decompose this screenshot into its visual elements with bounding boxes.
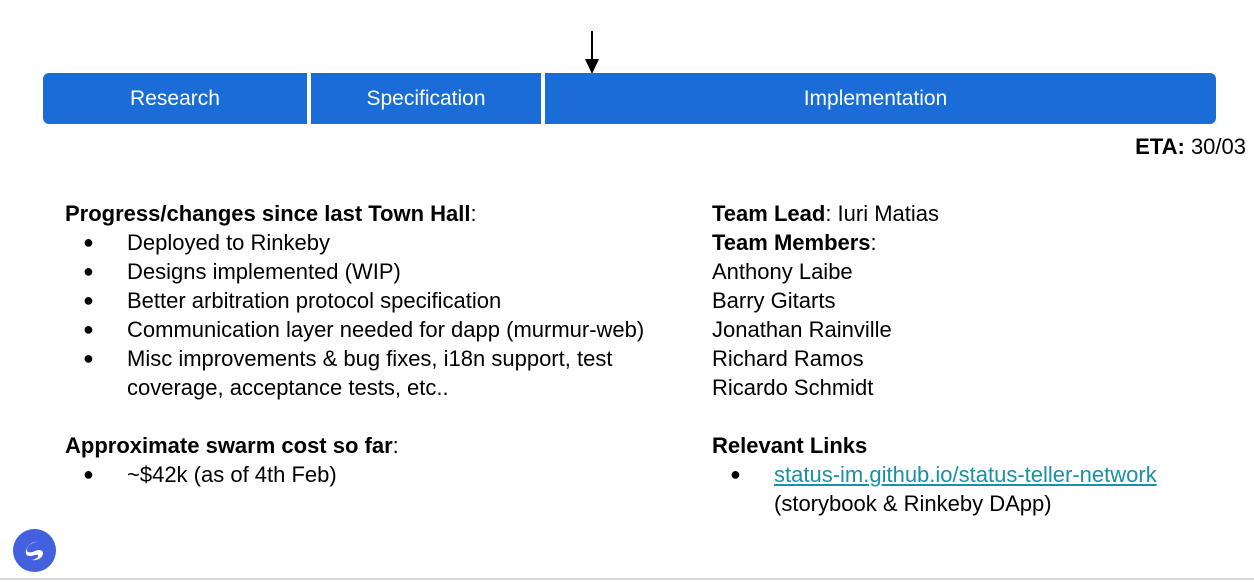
team-member: Anthony Laibe bbox=[712, 259, 853, 284]
status-logo-icon bbox=[13, 529, 56, 572]
list-item: ●Misc improvements & bug fixes, i18n sup… bbox=[83, 346, 613, 400]
arrow-down-icon bbox=[585, 31, 599, 74]
phase-timeline: Research Specification Implementation bbox=[43, 73, 1216, 124]
links-list: ● status-im.github.io/status-teller-netw… bbox=[712, 460, 1232, 518]
divider bbox=[0, 578, 1254, 580]
teller-network-link[interactable]: status-im.github.io/status-teller-networ… bbox=[774, 462, 1157, 487]
list-item: ●Designs implemented (WIP) bbox=[83, 259, 401, 284]
team-members-list: Anthony Laibe Barry Gitarts Jonathan Rai… bbox=[712, 257, 1232, 402]
team-member: Jonathan Rainville bbox=[712, 317, 892, 342]
team-member: Barry Gitarts bbox=[712, 288, 836, 313]
cost-list: ●~$42k (as of 4th Feb) bbox=[65, 460, 685, 489]
progress-heading: Progress/changes since last Town Hall: bbox=[65, 201, 477, 226]
link-note: (storybook & Rinkeby DApp) bbox=[774, 491, 1052, 516]
phase-specification: Specification bbox=[307, 73, 541, 124]
list-item: ●Communication layer needed for dapp (mu… bbox=[83, 317, 645, 342]
team-section: Team Lead: Iuri Matias Team Members: Ant… bbox=[712, 199, 1232, 518]
cost-heading: Approximate swarm cost so far: bbox=[65, 433, 399, 458]
progress-section: Progress/changes since last Town Hall: ●… bbox=[65, 199, 685, 489]
list-item: ●Deployed to Rinkeby bbox=[83, 230, 331, 255]
eta-value: 30/03 bbox=[1184, 134, 1246, 159]
team-member: Richard Ramos bbox=[712, 346, 864, 371]
team-member: Ricardo Schmidt bbox=[712, 375, 874, 400]
team-members-heading: Team Members: bbox=[712, 230, 877, 255]
progress-list: ●Deployed to Rinkeby ●Designs implemente… bbox=[65, 228, 685, 402]
list-item: ● status-im.github.io/status-teller-netw… bbox=[730, 462, 1157, 516]
list-item: ●Better arbitration protocol specificati… bbox=[83, 288, 502, 313]
eta: ETA: 30/03 bbox=[1135, 134, 1246, 160]
links-heading: Relevant Links bbox=[712, 433, 868, 458]
eta-label: ETA: bbox=[1135, 134, 1185, 159]
team-lead: Team Lead: Iuri Matias bbox=[712, 201, 940, 226]
list-item: ●~$42k (as of 4th Feb) bbox=[83, 462, 337, 487]
phase-implementation: Implementation bbox=[541, 73, 1216, 124]
phase-research: Research bbox=[43, 73, 307, 124]
